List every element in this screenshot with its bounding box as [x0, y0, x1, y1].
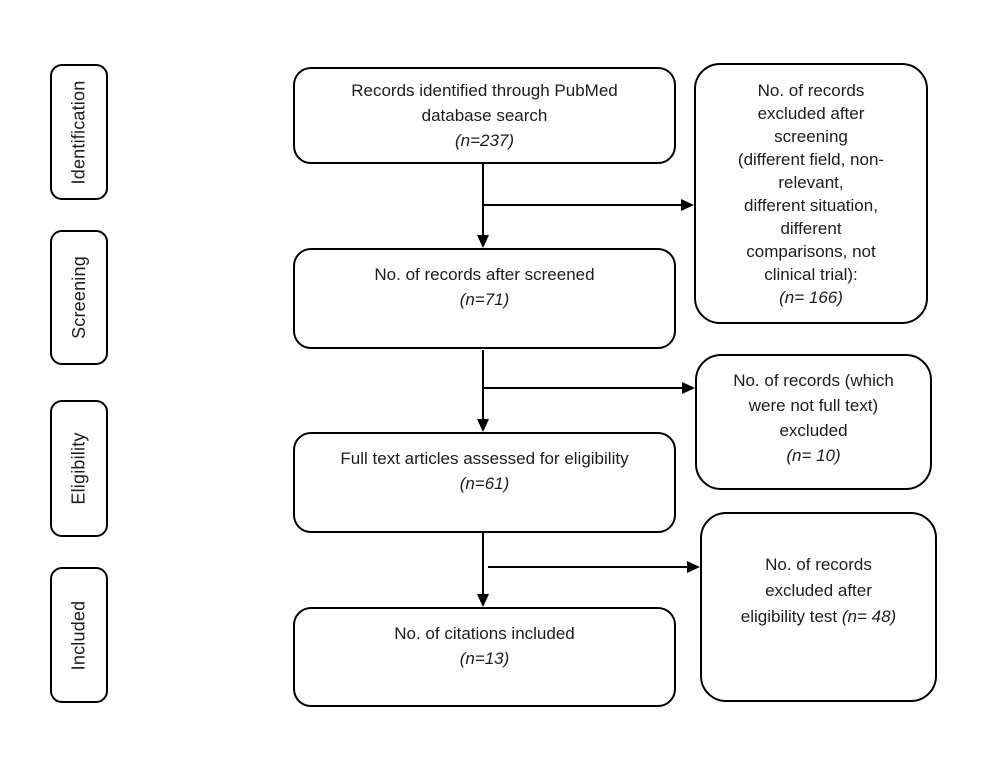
exclusion-line: were not full text) — [748, 396, 879, 415]
stage-label-included: Included — [50, 567, 108, 703]
flow-box-line: database search — [421, 106, 548, 125]
exclusion-line: No. of records (which — [733, 371, 894, 390]
arrow-to-screening-exclusion-line — [483, 204, 681, 206]
flow-box-citations-included: No. of citations included (n=13) — [293, 607, 676, 707]
arrow-down-head-icon — [477, 419, 489, 432]
exclusion-line: comparisons, not — [746, 241, 876, 261]
arrow-to-not-fulltext-exclusion-line — [483, 387, 682, 389]
exclusion-count: (n= 10) — [786, 446, 841, 465]
stage-label-identification: Identification — [50, 64, 108, 200]
flow-box-count: (n=13) — [459, 649, 510, 668]
exclusion-line: eligibility test (n= 48) — [741, 604, 896, 630]
arrow-right-head-icon — [682, 382, 695, 394]
arrow-down-head-icon — [477, 235, 489, 248]
arrow-to-eligibility-exclusion-line — [488, 566, 687, 568]
arrow-right-head-icon — [681, 199, 694, 211]
arrow-identified-to-screened-line — [482, 164, 484, 235]
stage-label-text: Included — [68, 600, 89, 670]
arrow-right-head-icon — [687, 561, 700, 573]
exclusion-box-eligibility: No. of records excluded after eligibilit… — [700, 512, 937, 702]
exclusion-line: different situation, — [744, 195, 878, 215]
stage-label-text: Eligibility — [68, 432, 89, 505]
stage-label-text: Identification — [68, 80, 89, 184]
stage-label-screening: Screening — [50, 230, 108, 365]
exclusion-line: different — [780, 218, 842, 238]
exclusion-line: (different field, non- — [737, 149, 885, 169]
flow-box-count: (n=61) — [459, 474, 510, 493]
exclusion-box-screening: No. of records excluded after screening … — [694, 63, 928, 324]
flow-box-records-identified: Records identified through PubMed databa… — [293, 67, 676, 164]
arrow-screened-to-fulltext-line — [482, 350, 484, 419]
flow-box-count: (n=71) — [459, 290, 510, 309]
flow-box-line: No. of records after screened — [374, 265, 595, 284]
arrow-down-head-icon — [477, 594, 489, 607]
exclusion-count: (n= 166) — [779, 287, 843, 307]
exclusion-line: clinical trial): — [764, 264, 858, 284]
flow-box-count: (n=237) — [454, 131, 515, 150]
exclusion-line: excluded after — [757, 103, 865, 123]
exclusion-line: excluded — [779, 421, 848, 440]
exclusion-line: relevant, — [778, 172, 844, 192]
flow-box-line: No. of citations included — [394, 624, 575, 643]
exclusion-box-not-fulltext: No. of records (which were not full text… — [695, 354, 932, 490]
flow-box-fulltext-assessed: Full text articles assessed for eligibil… — [293, 432, 676, 533]
exclusion-line: screening — [774, 126, 848, 146]
arrow-fulltext-to-included-line — [482, 533, 484, 594]
exclusion-count: (n= 48) — [841, 607, 897, 626]
flow-box-line: Records identified through PubMed — [351, 81, 618, 100]
flow-box-records-screened: No. of records after screened (n=71) — [293, 248, 676, 349]
exclusion-line: No. of records — [765, 555, 872, 574]
stage-label-eligibility: Eligibility — [50, 400, 108, 537]
stage-label-text: Screening — [68, 256, 89, 339]
exclusion-line: No. of records — [757, 80, 865, 100]
exclusion-line-prefix: eligibility test — [740, 607, 842, 626]
exclusion-line: excluded after — [765, 581, 872, 600]
flow-box-line: Full text articles assessed for eligibil… — [340, 449, 629, 468]
